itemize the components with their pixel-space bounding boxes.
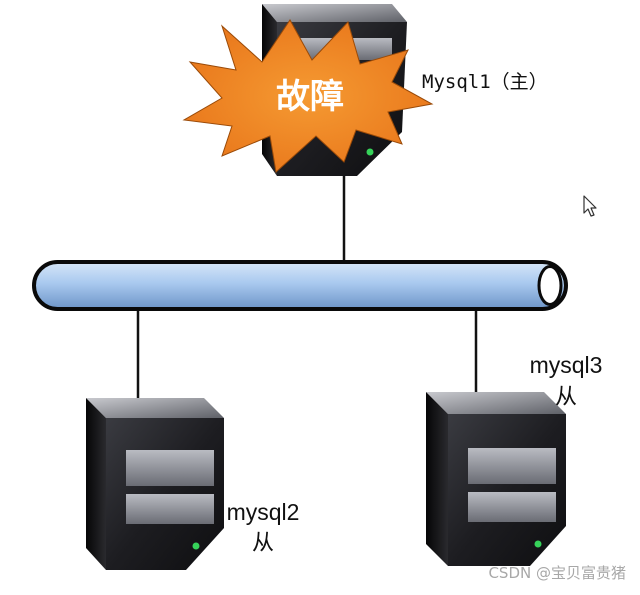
slave2-role-label: 从 — [252, 531, 274, 556]
cursor-arrow-icon — [583, 195, 597, 217]
fault-starburst: 故障 — [182, 19, 434, 173]
slave3-role-label: 从 — [555, 385, 577, 410]
server-mysql2-icon — [86, 398, 224, 570]
watermark-text: CSDN @宝贝富贵猪 — [488, 564, 626, 582]
slave2-name-label: mysql2 — [227, 499, 300, 525]
server-mysql3-icon — [426, 392, 566, 566]
fault-label: 故障 — [276, 77, 344, 117]
slave3-name-label: mysql3 — [530, 352, 603, 378]
network-bus — [32, 260, 568, 311]
master-server-label: Mysql1（主） — [422, 71, 548, 93]
